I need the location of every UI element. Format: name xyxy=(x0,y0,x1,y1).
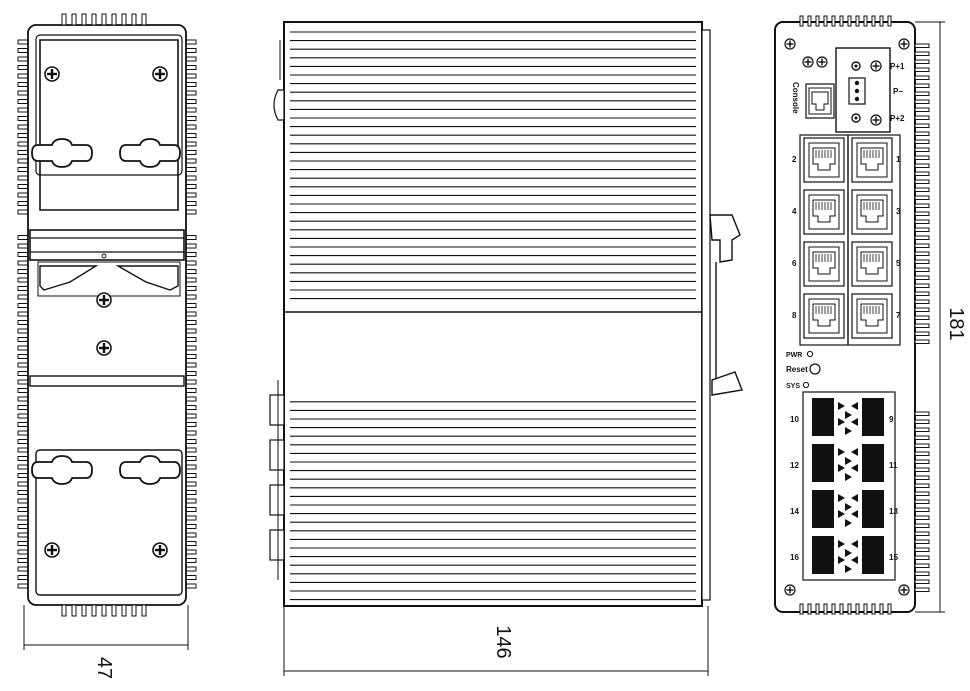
rj45-port[interactable] xyxy=(803,293,845,339)
sfp-port[interactable] xyxy=(812,536,834,574)
height-dimension: 181 xyxy=(945,307,967,340)
led-sys-label: SYS xyxy=(786,383,800,390)
rj45-port[interactable] xyxy=(851,293,893,339)
side-view: 47 xyxy=(17,13,197,679)
rj45-port[interactable] xyxy=(851,137,893,183)
rj45-port-label: 2 xyxy=(792,155,797,164)
power-label-p2: P+2 xyxy=(890,114,905,123)
sfp-port-label: 12 xyxy=(790,461,799,470)
sfp-port[interactable] xyxy=(862,444,884,482)
rj45-port-label: 1 xyxy=(896,155,901,164)
rj45-port-label: 6 xyxy=(792,259,797,268)
depth-dimension: 146 xyxy=(492,625,514,658)
width-dimension: 47 xyxy=(93,657,115,679)
console-label: Console xyxy=(791,82,800,114)
sfp-port-label: 13 xyxy=(889,507,898,516)
rj45-port-label: 8 xyxy=(792,311,797,320)
sfp-port-label: 10 xyxy=(790,415,799,424)
sfp-port[interactable] xyxy=(862,490,884,528)
sfp-port[interactable] xyxy=(812,398,834,436)
top-view: 146 xyxy=(269,21,743,676)
sfp-port[interactable] xyxy=(862,536,884,574)
sfp-port[interactable] xyxy=(812,490,834,528)
rj45-port-label: 3 xyxy=(896,207,901,216)
sfp-port-label: 9 xyxy=(889,415,894,424)
reset-button[interactable] xyxy=(809,363,821,375)
rj45-port[interactable] xyxy=(851,241,893,287)
rj45-port-label: 5 xyxy=(896,259,901,268)
rj45-port-label: 7 xyxy=(896,311,901,320)
power-label-pminus: P− xyxy=(893,87,903,96)
led-pwr-label: PWR xyxy=(786,352,802,359)
power-label-p1: P+1 xyxy=(890,62,905,71)
rj45-port[interactable] xyxy=(803,241,845,287)
sfp-port-label: 16 xyxy=(790,553,799,562)
reset-label: Reset xyxy=(786,365,808,374)
sfp-port-label: 15 xyxy=(889,553,898,562)
rj45-port[interactable] xyxy=(803,137,845,183)
sfp-port[interactable] xyxy=(812,444,834,482)
rj45-port[interactable] xyxy=(851,189,893,235)
sfp-port-label: 14 xyxy=(790,507,799,516)
sfp-port[interactable] xyxy=(862,398,884,436)
sfp-port-label: 11 xyxy=(889,461,898,470)
rj45-port[interactable] xyxy=(803,189,845,235)
rj45-port-label: 4 xyxy=(792,207,797,216)
